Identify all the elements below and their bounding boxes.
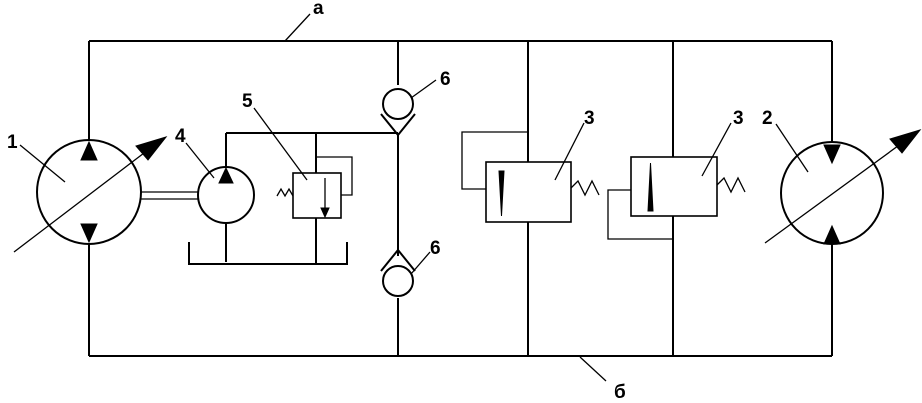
- label-relief-valve-5: 5: [242, 91, 253, 112]
- relief-valve-5-body: [292, 172, 342, 219]
- leader-2: [775, 123, 809, 173]
- check-valve-bottom: [380, 248, 416, 297]
- charge-pump-4: [188, 132, 398, 265]
- motor-arrow-down: [80, 223, 98, 244]
- relief-valve-3-left-arrow: [498, 170, 505, 217]
- relief-valve-3-left-spring: [570, 179, 600, 197]
- label-line-a: а: [313, 0, 324, 19]
- relief-valve-5: [276, 133, 353, 264]
- leader-5: [253, 107, 308, 181]
- check-valve-bottom-seat: [380, 248, 416, 272]
- relief-valve-3-right-spring: [716, 176, 746, 194]
- label-pump-2: 2: [762, 108, 773, 129]
- label-relief-valve-3-left: 3: [584, 108, 595, 129]
- pump-arrow-top: [823, 144, 841, 165]
- relief-valve-3-left: [461, 131, 600, 223]
- labels: а б 1 4 5 6 6 3 3 2: [7, 0, 773, 403]
- check-valve-top-ball: [382, 88, 414, 120]
- leader-lines: [19, 13, 809, 382]
- check-valve-top-seat: [380, 113, 416, 137]
- check-valves: [380, 41, 416, 356]
- leader-4: [185, 142, 215, 179]
- relief-valve-3-right-pilot: [607, 189, 673, 240]
- motor-1: [13, 136, 199, 253]
- relief-valve-5-spring: [276, 187, 294, 198]
- label-line-b: б: [614, 382, 626, 403]
- label-check-valve-bottom-6: 6: [430, 238, 441, 259]
- leader-1: [19, 144, 66, 183]
- label-charge-pump-4: 4: [175, 126, 186, 147]
- relief-valve-3-right-body: [630, 156, 718, 217]
- leader-3-left: [554, 122, 585, 181]
- leader-a: [284, 13, 311, 42]
- motor-variable-arrow: [13, 149, 149, 253]
- relief-valve-5-flow-arrow: [320, 207, 330, 219]
- leader-3-right: [701, 122, 732, 177]
- check-valve-bottom-ball: [382, 265, 414, 297]
- relief-valve-3-right-arrow: [647, 162, 654, 212]
- leader-6-top: [410, 79, 437, 99]
- tank: [188, 242, 348, 265]
- relief-valve-3-right: [607, 156, 746, 240]
- check-valve-top: [380, 88, 416, 137]
- pump-variable-arrow: [764, 142, 903, 244]
- label-relief-valve-3-right: 3: [733, 108, 744, 129]
- relief-valve-3-left-pilot: [461, 131, 528, 190]
- pump-2: [764, 129, 922, 245]
- leader-6-bottom: [410, 251, 431, 275]
- relief-valve-5-pilot: [316, 156, 353, 196]
- motor-variable-arrowhead: [135, 136, 168, 161]
- main-lines: [88, 40, 833, 357]
- leader-b: [579, 356, 607, 382]
- pump-variable-arrowhead: [889, 129, 922, 154]
- motor-arrow-up: [80, 140, 98, 161]
- charge-pump-arrow: [218, 166, 234, 184]
- label-check-valve-top-6: 6: [440, 69, 451, 90]
- label-motor-1: 1: [7, 132, 18, 153]
- pump-arrow-bottom: [823, 224, 841, 245]
